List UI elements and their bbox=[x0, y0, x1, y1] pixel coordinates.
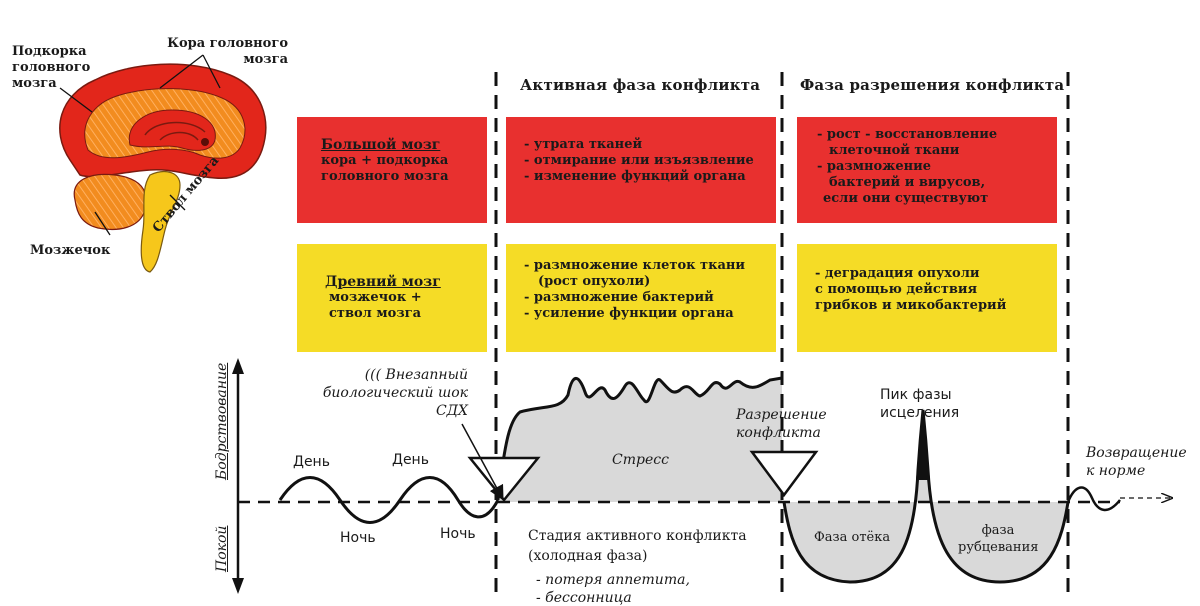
oldbrain-label-box: Древний мозг мозжечок + ствол мозга bbox=[297, 244, 487, 352]
cerebrum-active-item: - отмирание или изъязвление bbox=[524, 153, 754, 168]
oldbrain-resolution-item: грибков и микобактерий bbox=[815, 298, 1007, 313]
cerebrum-resolution-item: - рост - восстановление bbox=[817, 127, 998, 142]
label-night-1: Ночь bbox=[340, 530, 376, 546]
label-cerebellum: Мозжечок bbox=[30, 243, 111, 258]
cerebrum-resolution-item: бактерий и вирусов, bbox=[829, 175, 986, 190]
label-return: Возвращение к норме bbox=[1086, 445, 1187, 479]
oldbrain-title: Древний мозг bbox=[325, 274, 441, 290]
cerebrum-active-item: - изменение функций органа bbox=[524, 169, 746, 184]
cerebrum-active-box: - утрата тканей - отмирание или изъязвле… bbox=[506, 117, 776, 223]
label-edema-phase: Фаза отёка bbox=[814, 530, 891, 545]
label-scar-phase: фаза рубцевания bbox=[958, 523, 1039, 555]
resolution-triangle bbox=[749, 450, 819, 498]
resolution-phase-header: Фаза разрешения конфликта bbox=[800, 76, 1065, 94]
return-wave bbox=[1066, 486, 1121, 512]
brain-illustration bbox=[59, 54, 267, 273]
day-night-wave bbox=[278, 476, 500, 524]
label-resolution-event: Разрешение конфликта bbox=[736, 407, 827, 441]
oldbrain-subtitle: мозжечок + ствол мозга bbox=[329, 290, 422, 321]
oldbrain-active-item: - размножение клеток ткани bbox=[524, 258, 746, 273]
cerebrum-active-item: - утрата тканей bbox=[524, 137, 643, 152]
oldbrain-active-box: - размножение клеток ткани (рост опухоли… bbox=[506, 244, 776, 352]
label-night-2: Ночь bbox=[440, 526, 476, 542]
cerebrum-resolution-item: клеточной ткани bbox=[829, 143, 960, 158]
cerebrum-title: Большой мозг bbox=[321, 137, 441, 153]
label-stress: Стресс bbox=[612, 452, 669, 468]
oldbrain-active-item: - размножение бактерий bbox=[524, 290, 714, 305]
oldbrain-resolution-item: с помощью действия bbox=[815, 282, 978, 297]
brainstem-shape bbox=[140, 171, 181, 273]
label-healing-peak: Пик фазы исцеления bbox=[880, 387, 960, 421]
cerebrum-label-box: Большой мозг кора + подкорка головного м… bbox=[297, 117, 487, 223]
active-phase-header: Активная фаза конфликта bbox=[520, 76, 761, 94]
label-shock: ((( Внезапный биологический шок СДХ bbox=[322, 367, 468, 419]
axis-label-rest: Покой bbox=[214, 525, 230, 572]
symptom-item: - потеря аппетита, bbox=[536, 572, 690, 588]
label-subcortex: Подкорка головного мозга bbox=[12, 44, 91, 91]
label-day-2: День bbox=[392, 452, 429, 468]
oldbrain-resolution-item: - деградация опухоли bbox=[815, 266, 980, 281]
oldbrain-active-item: (рост опухоли) bbox=[538, 274, 651, 289]
label-active-stage: Стадия активного конфликта (холодная фаз… bbox=[528, 528, 747, 564]
symptom-item: - бессонница bbox=[536, 590, 632, 606]
cerebrum-resolution-item: - размножение bbox=[817, 159, 932, 174]
cerebrum-subtitle: кора + подкорка головного мозга bbox=[321, 153, 449, 184]
oldbrain-resolution-box: - деградация опухоли с помощью действия … bbox=[797, 244, 1057, 352]
cerebellum-shape bbox=[73, 173, 147, 231]
label-cortex: Кора головного мозга bbox=[167, 36, 288, 67]
label-day-1: День bbox=[293, 454, 330, 470]
axis-label-wake: Бодрствование bbox=[214, 362, 230, 480]
shock-triangle bbox=[467, 456, 541, 502]
oldbrain-active-item: - усиление функции органа bbox=[524, 306, 734, 321]
cerebrum-resolution-item: если они существуют bbox=[823, 191, 989, 206]
cerebrum-resolution-box: - рост - восстановление клеточной ткани … bbox=[797, 117, 1057, 223]
